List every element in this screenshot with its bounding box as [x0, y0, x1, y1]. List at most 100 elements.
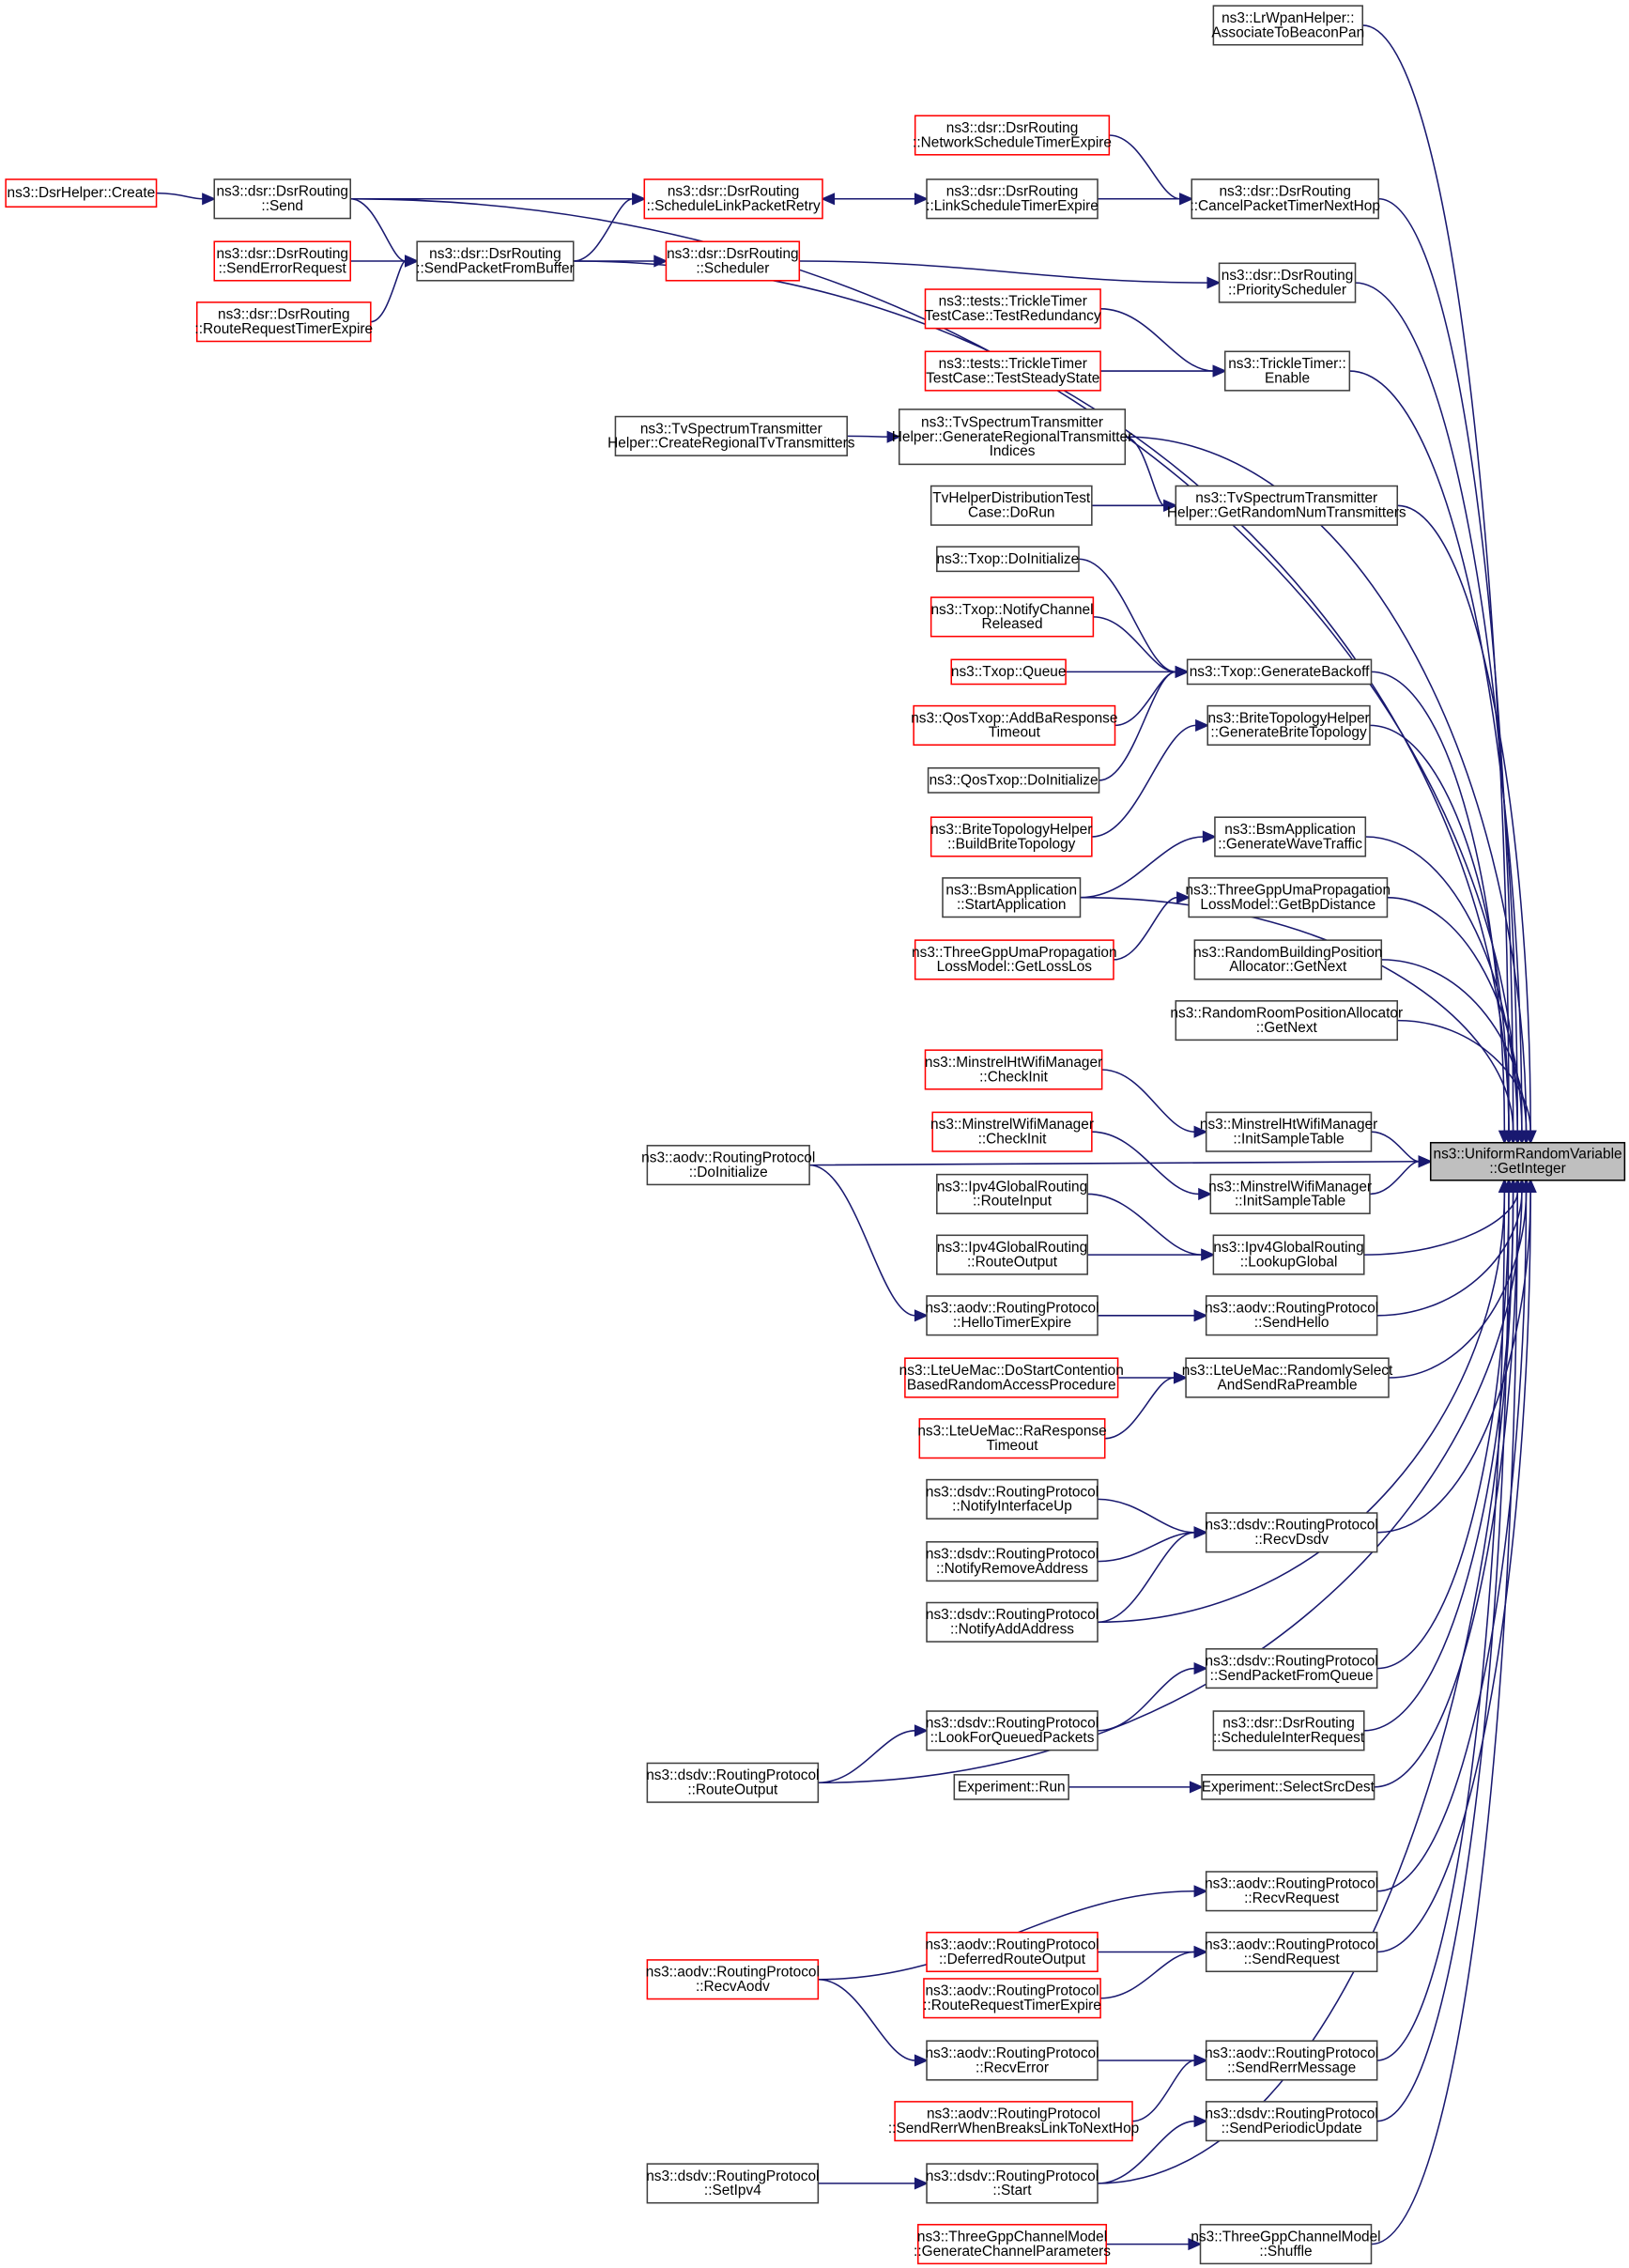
node-teststeady[interactable]: ns3::tests::TrickleTimerTestCase::TestSt… [924, 350, 1101, 392]
node-genchan[interactable]: ns3::ThreeGppChannelModel::GenerateChann… [914, 2224, 1111, 2265]
node-label: ::DoInitialize [689, 1165, 768, 1180]
node-getlosslos[interactable]: ns3::ThreeGppUmaPropagationLossModel::Ge… [912, 939, 1117, 980]
node-dsdvrouteout[interactable]: ns3::dsdv::RoutingProtocol::RouteOutput [646, 1762, 819, 1803]
node-aodvrrte[interactable]: ns3::aodv::RoutingProtocol::RouteRequest… [923, 1978, 1101, 2019]
node-label: ns3::dsdv::RoutingProtocol [646, 2168, 819, 2184]
node-box [416, 240, 575, 282]
node-buildbrite[interactable]: ns3::BriteTopologyHelper::BuildBriteTopo… [930, 816, 1093, 857]
node-label: ::NotifyRemoveAddress [936, 1561, 1088, 1577]
node-label: ns3::dsr::DsrRouting [216, 246, 348, 262]
node-lrwpan[interactable]: ns3::LrWpanHelper::AssociateToBeaconPan [1211, 5, 1364, 46]
node-recverr[interactable]: ns3::aodv::RoutingProtocol::RecvError [925, 2040, 1099, 2081]
node-label: ns3::dsr::DsrRouting [946, 120, 1079, 136]
node-box [1205, 2101, 1378, 2142]
node-netsched[interactable]: ns3::dsr::DsrRouting::NetworkScheduleTim… [913, 115, 1112, 156]
node-setipv4[interactable]: ns3::dsdv::RoutingProtocol::SetIpv4 [646, 2163, 819, 2204]
node-prisched[interactable]: ns3::dsr::DsrRouting::PriorityScheduler [1218, 262, 1357, 303]
node-label: ns3::LrWpanHelper:: [1222, 10, 1354, 26]
node-sendbuf[interactable]: ns3::dsr::DsrRouting::SendPacketFromBuff… [416, 240, 575, 282]
node-schedlink[interactable]: ns3::dsr::DsrRouting::ScheduleLinkPacket… [643, 178, 823, 220]
node-ipv4out[interactable]: ns3::Ipv4GlobalRouting::RouteOutput [936, 1234, 1088, 1275]
node-bsmstart[interactable]: ns3::BsmApplication::StartApplication [942, 877, 1082, 918]
node-cancelpkt[interactable]: ns3::dsr::DsrRouting::CancelPacketTimerN… [1190, 178, 1380, 220]
node-txopinit[interactable]: ns3::Txop::DoInitialize [936, 546, 1080, 573]
node-txopqueue[interactable]: ns3::Txop::Queue [950, 658, 1067, 686]
node-sendhello[interactable]: ns3::aodv::RoutingProtocol::SendHello [1205, 1295, 1378, 1336]
node-senderr[interactable]: ns3::dsr::DsrRouting::SendErrorRequest [213, 240, 351, 282]
node-qosinit[interactable]: ns3::QosTxop::DoInitialize [927, 767, 1100, 794]
node-mhtcheck[interactable]: ns3::MinstrelHtWifiManager::CheckInit [924, 1049, 1103, 1090]
node-sendreq[interactable]: ns3::aodv::RoutingProtocol::SendRequest [1205, 1931, 1378, 1973]
node-selsrc[interactable]: Experiment::SelectSrcDest [1201, 1774, 1375, 1800]
node-sendrerrwhen[interactable]: ns3::aodv::RoutingProtocol::SendRerrWhen… [888, 2101, 1139, 2142]
node-label: ns3::dsr::DsrRouting [216, 184, 348, 200]
node-box [924, 288, 1101, 330]
node-label: ns3::tests::TrickleTimer [939, 294, 1087, 310]
node-minit[interactable]: ns3::MinstrelWifiManager::InitSampleTabl… [1208, 1173, 1372, 1214]
node-label: ::GenerateWaveTraffic [1218, 836, 1362, 852]
arrowhead-icon [1193, 1125, 1208, 1138]
node-trickle[interactable]: ns3::TrickleTimer::Enable [1223, 350, 1351, 392]
node-label: Timeout [986, 1438, 1038, 1454]
node-testred[interactable]: ns3::tests::TrickleTimerTestCase::TestRe… [924, 288, 1101, 330]
node-scheduler[interactable]: ns3::dsr::DsrRouting::Scheduler [665, 240, 801, 282]
node-sendperiodic[interactable]: ns3::dsdv::RoutingProtocol::SendPeriodic… [1205, 2101, 1378, 2142]
node-linksched[interactable]: ns3::dsr::DsrRouting::LinkScheduleTimerE… [926, 178, 1099, 220]
edge-layer [156, 24, 1537, 2251]
node-randsel[interactable]: ns3::LteUeMac::RandomlySelectAndSendRaPr… [1182, 1357, 1393, 1398]
node-label: ns3::QosTxop::DoInitialize [930, 773, 1099, 789]
node-sendrerr[interactable]: ns3::aodv::RoutingProtocol::SendRerrMess… [1205, 2040, 1378, 2081]
node-notifyup[interactable]: ns3::dsdv::RoutingProtocol::NotifyInterf… [926, 1478, 1099, 1520]
node-label: ns3::BriteTopologyHelper [930, 822, 1092, 838]
edge-sendreq-to-target [1376, 1192, 1531, 1953]
node-dostart[interactable]: ns3::LteUeMac::DoStartContentionBasedRan… [899, 1357, 1124, 1398]
node-rrpa[interactable]: ns3::RandomRoomPositionAllocator::GetNex… [1170, 1000, 1403, 1041]
node-label: ns3::aodv::RoutingProtocol [927, 2106, 1100, 2122]
node-notifyadd[interactable]: ns3::dsdv::RoutingProtocol::NotifyAddAdd… [926, 1601, 1099, 1643]
node-deferred[interactable]: ns3::aodv::RoutingProtocol::DeferredRout… [925, 1931, 1099, 1973]
node-notifyrem[interactable]: ns3::dsdv::RoutingProtocol::NotifyRemove… [926, 1541, 1099, 1582]
node-box [1175, 1000, 1399, 1041]
node-label: Indices [990, 443, 1036, 459]
node-dsrsend[interactable]: ns3::dsr::DsrRouting::Send [213, 178, 351, 220]
node-recvdsdv[interactable]: ns3::dsdv::RoutingProtocol::RecvDsdv [1206, 1512, 1378, 1553]
node-routereqdsr[interactable]: ns3::dsr::DsrRouting::RouteRequestTimerE… [194, 301, 373, 343]
node-recvreq[interactable]: ns3::aodv::RoutingProtocol::RecvRequest [1205, 1871, 1378, 1912]
node-target[interactable]: ns3::UniformRandomVariable::GetInteger [1429, 1141, 1626, 1181]
node-schedinter[interactable]: ns3::dsr::DsrRouting::ScheduleInterReque… [1212, 1710, 1365, 1751]
node-lookup[interactable]: ns3::Ipv4GlobalRouting::LookupGlobal [1212, 1234, 1365, 1275]
arrowhead-icon [1418, 1155, 1433, 1168]
node-getbp[interactable]: ns3::ThreeGppUmaPropagationLossModel::Ge… [1186, 877, 1391, 918]
node-box [1191, 178, 1379, 220]
node-aodvdoinit[interactable]: ns3::aodv::RoutingProtocol::DoInitialize [641, 1145, 815, 1186]
node-genbrite[interactable]: ns3::BriteTopologyHelper::GenerateBriteT… [1206, 704, 1371, 746]
node-box [927, 767, 1100, 794]
node-rbpa[interactable]: ns3::RandomBuildingPositionAllocator::Ge… [1193, 939, 1383, 980]
node-ipv4in[interactable]: ns3::Ipv4GlobalRouting::RouteInput [936, 1173, 1088, 1214]
node-createtv[interactable]: ns3::TvSpectrumTransmitterHelper::Create… [607, 415, 855, 456]
node-label: ::ScheduleLinkPacketRetry [647, 198, 821, 214]
edge-notifyrem-to-recvdsdv [1098, 1532, 1195, 1563]
node-box [930, 816, 1093, 857]
node-sendfromq[interactable]: ns3::dsdv::RoutingProtocol::SendPacketFr… [1206, 1648, 1378, 1689]
node-box [924, 350, 1101, 392]
edge-lookforq-to-sendfromq [1098, 1667, 1195, 1732]
node-mcheck[interactable]: ns3::MinstrelWifiManager::CheckInit [930, 1111, 1094, 1152]
node-recvaodv[interactable]: ns3::aodv::RoutingProtocol::RecvAodv [646, 1959, 820, 2000]
node-dsdvstart[interactable]: ns3::dsdv::RoutingProtocol::Start [926, 2163, 1099, 2204]
node-genbackoff[interactable]: ns3::Txop::GenerateBackoff [1186, 658, 1373, 686]
node-hellotimer[interactable]: ns3::aodv::RoutingProtocol::HelloTimerEx… [925, 1295, 1099, 1336]
node-exprun[interactable]: Experiment::Run [953, 1774, 1069, 1800]
node-getrandnum[interactable]: ns3::TvSpectrumTransmitterHelper::GetRan… [1167, 485, 1406, 526]
node-shuffle[interactable]: ns3::ThreeGppChannelModel::Shuffle [1191, 2224, 1381, 2265]
node-label: ::LinkScheduleTimerExpire [926, 198, 1099, 214]
node-lookforq[interactable]: ns3::dsdv::RoutingProtocol::LookForQueue… [926, 1710, 1099, 1751]
node-genwave[interactable]: ns3::BsmApplication::GenerateWaveTraffic [1214, 816, 1367, 857]
node-mhtinit[interactable]: ns3::MinstrelHtWifiManager::InitSampleTa… [1200, 1111, 1377, 1152]
node-dsrhelper[interactable]: ns3::DsrHelper::Create [5, 178, 158, 208]
node-genregional[interactable]: ns3::TvSpectrumTransmitterHelper::Genera… [892, 409, 1132, 466]
